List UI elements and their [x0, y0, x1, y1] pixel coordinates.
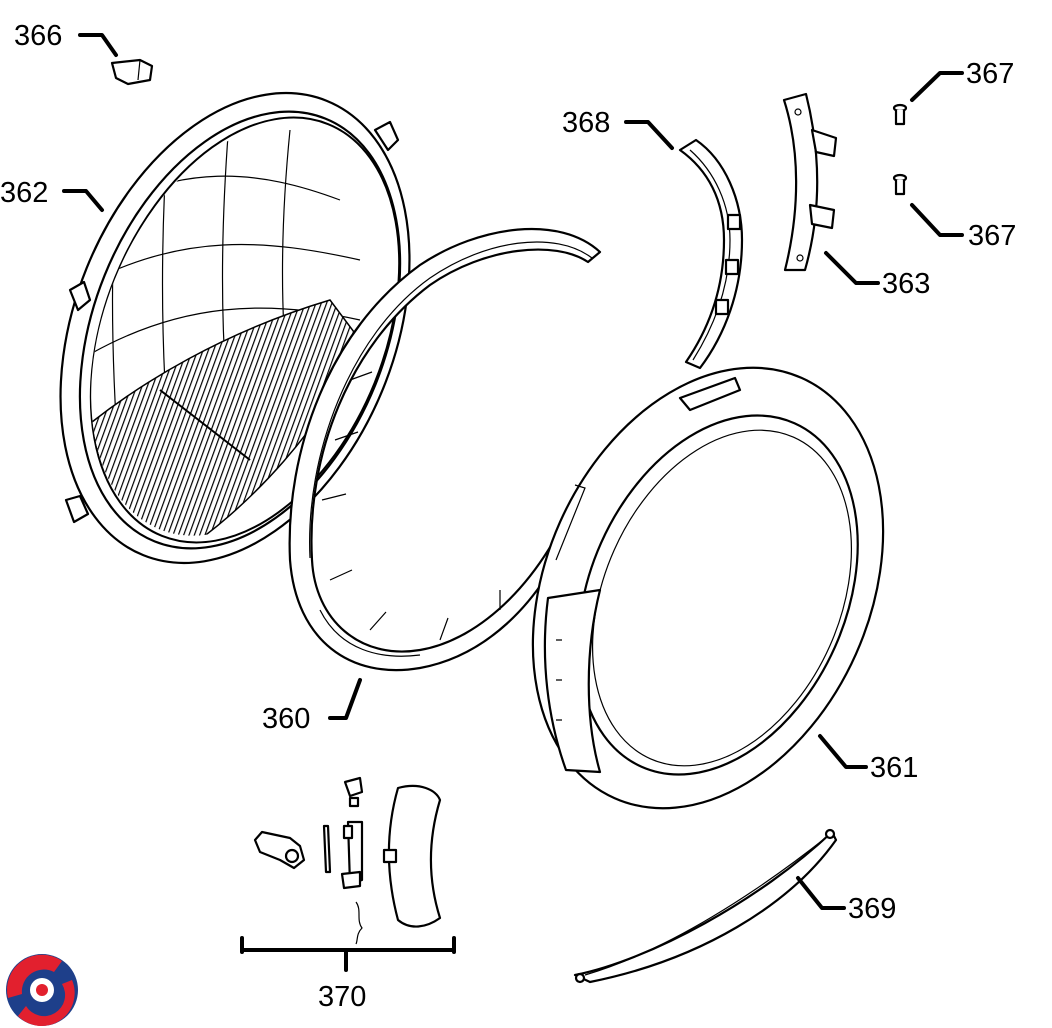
callout-362: 362	[0, 177, 48, 209]
leader-363	[824, 251, 880, 285]
leader-366	[78, 33, 118, 57]
part-362-door-inner-bowl	[59, 80, 420, 580]
callout-363: 363	[882, 268, 930, 300]
part-363-hinge	[782, 92, 838, 272]
part-367-screw-bottom	[892, 173, 908, 196]
leader-367-top	[910, 71, 964, 102]
part-367-screw-top	[892, 103, 908, 126]
leader-362	[62, 189, 104, 212]
callout-369: 369	[848, 893, 896, 925]
brand-logo-icon	[6, 954, 78, 1027]
leader-368	[624, 120, 674, 150]
callout-366: 366	[14, 20, 62, 52]
part-368-hinge-bracket	[678, 138, 744, 370]
leader-367-bottom	[910, 203, 964, 237]
kit-bracket-370	[240, 936, 456, 972]
leader-369	[796, 876, 846, 910]
callout-361: 361	[870, 752, 918, 784]
callout-367-bottom: 367	[968, 220, 1016, 252]
part-366-clip	[110, 58, 154, 86]
part-370-handle-kit	[253, 776, 442, 945]
part-361-outer-door-frame	[531, 366, 885, 810]
leader-361	[818, 734, 868, 769]
part-369-handle-cover	[573, 828, 838, 984]
callout-370: 370	[318, 981, 366, 1013]
callout-360: 360	[262, 703, 310, 735]
leader-lines	[62, 33, 964, 972]
callout-367-top: 367	[966, 58, 1014, 90]
leader-360	[328, 678, 362, 720]
callout-labels: 366 362 368 367 367 363 360 361 369 370	[0, 20, 1016, 1013]
callout-368: 368	[562, 107, 610, 139]
